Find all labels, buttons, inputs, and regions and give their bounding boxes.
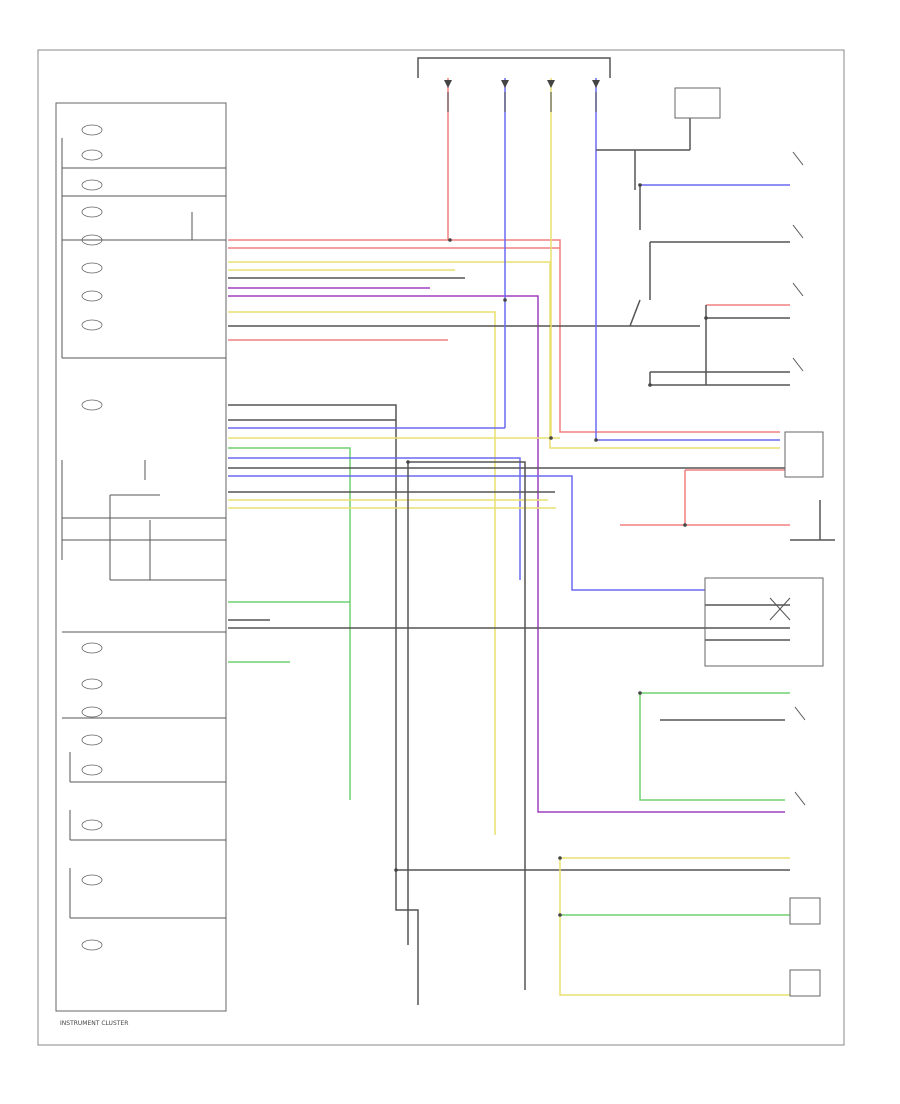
switch-symbols bbox=[769, 151, 806, 806]
component-3 bbox=[704, 577, 824, 667]
indicator-16 bbox=[81, 874, 103, 886]
indicator-lamp-icon bbox=[81, 124, 103, 136]
splice-3 bbox=[549, 436, 553, 440]
indicator-lamp-icon bbox=[81, 764, 103, 776]
component-box bbox=[784, 431, 824, 478]
indicator-lamp-icon bbox=[81, 179, 103, 191]
component-5 bbox=[789, 969, 821, 997]
indicator-lamp-icon bbox=[81, 706, 103, 718]
cluster-internal-wiring bbox=[61, 138, 226, 919]
indicator-6 bbox=[81, 262, 103, 274]
indicator-lamp-icon bbox=[81, 734, 103, 746]
indicator-11 bbox=[81, 678, 103, 690]
fuse-3 bbox=[547, 80, 555, 112]
wire-11 bbox=[228, 404, 419, 1005]
wire-59 bbox=[417, 57, 611, 78]
indicator-lamp-icon bbox=[81, 939, 103, 951]
component-4 bbox=[789, 897, 821, 925]
wire-1 bbox=[228, 239, 780, 433]
wire-18 bbox=[228, 475, 705, 591]
indicator-lamp-icon bbox=[81, 262, 103, 274]
cluster-label: INSTRUMENT CLUSTER bbox=[60, 1020, 128, 1027]
component-box bbox=[789, 969, 821, 997]
fuse-icon bbox=[501, 80, 509, 88]
indicator-15 bbox=[81, 819, 103, 831]
fuse-icon bbox=[547, 80, 555, 88]
fuse-1 bbox=[444, 80, 452, 112]
splice-11 bbox=[648, 383, 652, 387]
component-1 bbox=[674, 87, 721, 119]
splice-8 bbox=[394, 868, 398, 872]
indicator-10 bbox=[81, 642, 103, 654]
indicator-1 bbox=[81, 124, 103, 136]
indicator-lamp-icon bbox=[81, 290, 103, 302]
indicator-12 bbox=[81, 706, 103, 718]
indicator-2 bbox=[81, 149, 103, 161]
component-box bbox=[674, 87, 721, 119]
indicator-17 bbox=[81, 939, 103, 951]
splice-2 bbox=[503, 298, 507, 302]
wire-35 bbox=[559, 858, 790, 996]
cluster-indicators bbox=[81, 124, 103, 951]
wire-15 bbox=[228, 447, 351, 800]
component-box bbox=[789, 897, 821, 925]
indicator-lamp-icon bbox=[81, 319, 103, 331]
indicator-8 bbox=[81, 319, 103, 331]
splice-5 bbox=[558, 856, 562, 860]
fuse-4 bbox=[592, 80, 600, 112]
wire-53 bbox=[629, 299, 641, 327]
splice-13 bbox=[638, 691, 642, 695]
components bbox=[674, 87, 824, 997]
indicator-lamp-icon bbox=[81, 206, 103, 218]
indicator-lamp-icon bbox=[81, 819, 103, 831]
wire-16 bbox=[228, 457, 521, 580]
component-2 bbox=[784, 431, 824, 478]
indicator-lamp-icon bbox=[81, 642, 103, 654]
wire-2 bbox=[228, 261, 780, 449]
splice-12 bbox=[683, 523, 687, 527]
indicator-lamp-icon bbox=[81, 149, 103, 161]
indicator-4 bbox=[81, 206, 103, 218]
indicator-3 bbox=[81, 179, 103, 191]
indicator-14 bbox=[81, 764, 103, 776]
indicator-lamp-icon bbox=[81, 399, 103, 411]
wire-8 bbox=[228, 311, 496, 835]
splice-10 bbox=[704, 316, 708, 320]
fuse-icon bbox=[592, 80, 600, 88]
wire-31 bbox=[408, 461, 526, 990]
indicator-lamp-icon bbox=[81, 678, 103, 690]
diagram-frame bbox=[37, 49, 845, 1046]
fuse-2 bbox=[501, 80, 509, 112]
splice-9 bbox=[638, 183, 642, 187]
indicator-9 bbox=[81, 399, 103, 411]
wire-41 bbox=[639, 693, 785, 801]
splice-1 bbox=[448, 238, 452, 242]
wire-harness bbox=[228, 57, 835, 1005]
wire-7 bbox=[228, 295, 785, 813]
fuse-block bbox=[444, 80, 600, 112]
splice-6 bbox=[558, 913, 562, 917]
splice-4 bbox=[594, 438, 598, 442]
instrument-cluster-block bbox=[55, 102, 227, 1012]
indicator-lamp-icon bbox=[81, 874, 103, 886]
indicator-7 bbox=[81, 290, 103, 302]
fuse-icon bbox=[444, 80, 452, 88]
component-box bbox=[704, 577, 824, 667]
splice-7 bbox=[406, 460, 410, 464]
indicator-13 bbox=[81, 734, 103, 746]
